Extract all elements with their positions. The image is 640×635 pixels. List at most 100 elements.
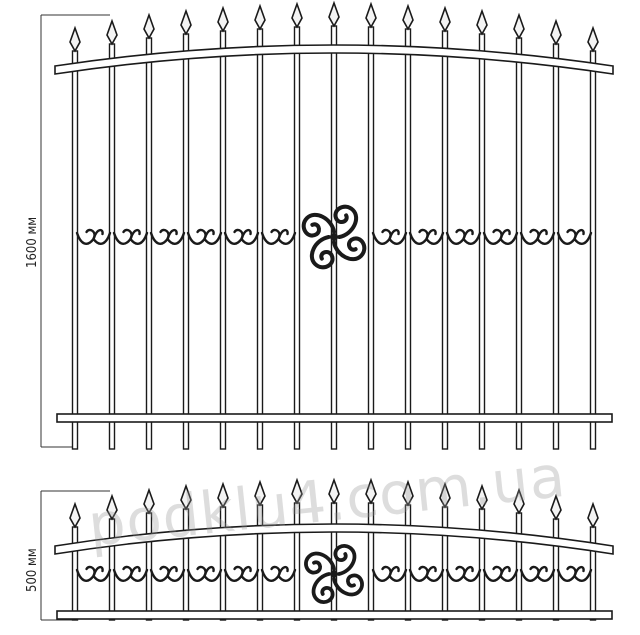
picket [367,502,375,621]
picket [219,30,227,450]
scroll-curl-icon [166,228,186,245]
picket [404,504,412,621]
scroll-curl-icon [92,228,112,245]
picket [71,526,79,621]
spear-finial-icon [587,501,599,529]
scroll-curl-icon [112,565,133,582]
fence-small [40,477,614,621]
scroll-curl-icon [445,565,466,582]
scroll-curl-icon [240,565,260,582]
scroll-curl-icon [556,228,577,245]
ornament-scroll [332,573,364,597]
picket [367,26,375,450]
picket [404,28,412,450]
spear-finial-icon [69,25,81,53]
top-rail-arc [54,44,614,75]
bottom-rail [56,413,613,423]
picket [182,508,190,621]
picket [219,506,227,621]
spear-finial-icon [365,1,377,29]
picket [589,526,597,621]
ornament-center [330,570,338,578]
scroll-curl-icon [129,565,149,582]
picket [108,43,116,450]
picket [293,502,301,621]
spear-finial-icon [550,493,562,521]
scroll-curl-icon [149,565,170,582]
scroll-curl-icon [462,565,482,582]
ornament-scroll [331,236,367,262]
scroll-curl-icon [203,228,223,245]
scroll-curl-icon [186,565,207,582]
picket [182,33,190,450]
picket [515,512,523,621]
scroll-curl-icon [371,565,392,582]
picket [256,28,264,450]
scroll-curl-icon [536,228,556,245]
spear-finial-icon [180,8,192,36]
scroll-curl-icon [388,565,408,582]
spear-finial-icon [106,493,118,521]
quatrefoil-scroll-icon [304,544,364,604]
scroll-curl-icon [462,228,482,245]
spear-finial-icon [513,12,525,40]
picket [478,33,486,450]
scroll-curl-icon [75,565,96,582]
spear-finial-icon [476,8,488,36]
spear-finial-icon [402,3,414,31]
spear-finial-icon [402,479,414,507]
picket [256,504,264,621]
spear-finial-icon [217,5,229,33]
scroll-curl-icon [166,565,186,582]
picket [441,506,449,621]
spear-finial-icon [439,481,451,509]
spear-finial-icon [328,477,340,505]
scroll-curl-icon [425,228,445,245]
spear-finial-icon [69,501,81,529]
ornament-scroll [333,204,359,240]
scroll-curl-icon [573,228,593,245]
picket [71,50,79,450]
scroll-curl-icon [223,228,244,245]
picket [145,512,153,621]
ornament-scroll [304,551,336,575]
spear-finial-icon [587,25,599,53]
scroll-curl-icon [260,228,281,245]
quatrefoil-scroll-icon [301,204,367,270]
spear-finial-icon [143,12,155,40]
scroll-curl-icon [482,565,503,582]
ornament-scroll [301,212,337,238]
picket [441,30,449,450]
scroll-curl-icon [445,228,466,245]
top-rail-arc [54,523,614,555]
ornament-scroll [311,572,335,604]
spear-finial-icon [476,483,488,511]
spear-finial-icon [106,18,118,46]
scroll-curl-icon [425,565,445,582]
scroll-curl-icon [129,228,149,245]
spear-finial-icon [180,483,192,511]
scroll-curl-icon [277,565,297,582]
picket [589,50,597,450]
scroll-curl-icon [536,565,556,582]
scroll-curl-icon [388,228,408,245]
scroll-curl-icon [482,228,503,245]
scroll-curl-icon [240,228,260,245]
scroll-curl-icon [149,228,170,245]
scroll-curl-icon [260,565,281,582]
scroll-curl-icon [519,228,540,245]
spear-finial-icon [291,477,303,505]
scroll-curl-icon [519,565,540,582]
ornament-scroll [309,234,335,270]
scroll-curl-icon [499,565,519,582]
scroll-curl-icon [556,565,577,582]
ornament-scroll [333,544,357,576]
scroll-curl-icon [203,565,223,582]
spear-finial-icon [513,487,525,515]
scroll-curl-icon [186,228,207,245]
spear-finial-icon [439,5,451,33]
spear-finial-icon [291,1,303,29]
spear-finial-icon [365,477,377,505]
